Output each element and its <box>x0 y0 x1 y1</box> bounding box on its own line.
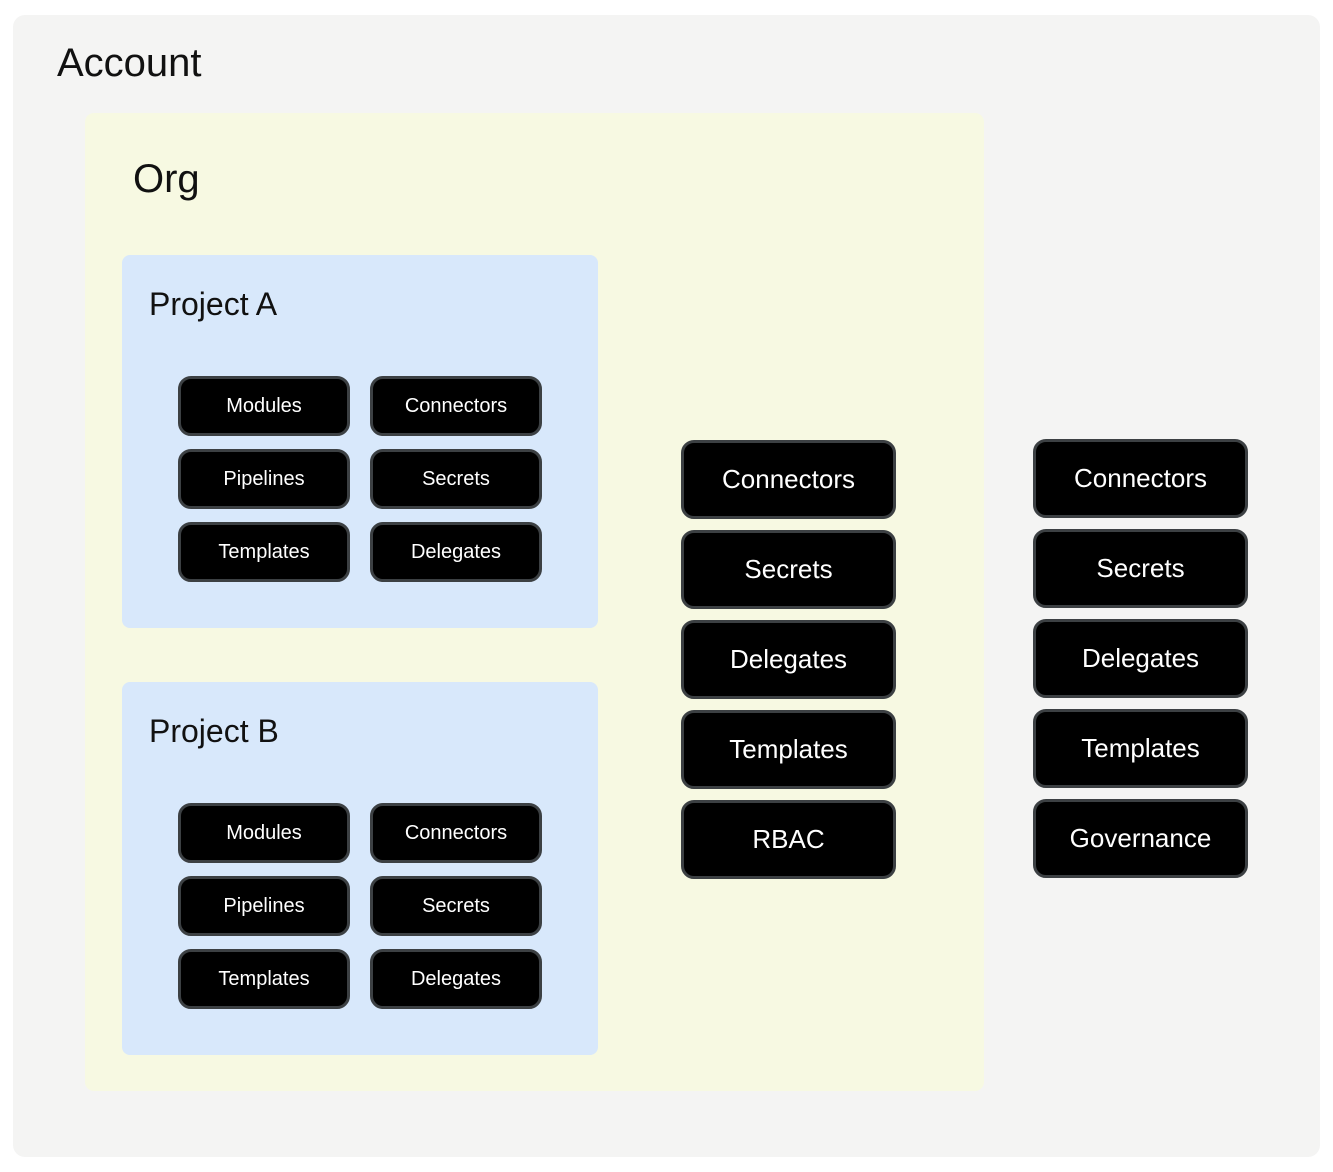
org-resource-column: Connectors Secrets Delegates Templates R… <box>681 440 896 879</box>
project-a-box: Project A Modules Connectors Pipelines S… <box>122 255 598 628</box>
org-templates-pill: Templates <box>681 710 896 789</box>
org-box: Org Project A Modules Connectors Pipelin… <box>85 113 984 1091</box>
project-b-templates-pill: Templates <box>178 949 350 1009</box>
project-b-pill-grid: Modules Connectors Pipelines Secrets Tem… <box>178 803 542 1009</box>
account-title: Account <box>57 41 202 85</box>
account-box: Account Org Project A Modules Connectors… <box>13 15 1320 1157</box>
project-a-pipelines-pill: Pipelines <box>178 449 350 509</box>
project-a-connectors-pill: Connectors <box>370 376 542 436</box>
project-b-title: Project B <box>149 713 279 749</box>
project-b-delegates-pill: Delegates <box>370 949 542 1009</box>
account-delegates-pill: Delegates <box>1033 619 1248 698</box>
account-connectors-pill: Connectors <box>1033 439 1248 518</box>
account-resource-column: Connectors Secrets Delegates Templates G… <box>1033 439 1248 878</box>
account-governance-pill: Governance <box>1033 799 1248 878</box>
org-title: Org <box>133 157 200 201</box>
org-connectors-pill: Connectors <box>681 440 896 519</box>
org-secrets-pill: Secrets <box>681 530 896 609</box>
project-b-connectors-pill: Connectors <box>370 803 542 863</box>
project-a-pill-grid: Modules Connectors Pipelines Secrets Tem… <box>178 376 542 582</box>
project-a-delegates-pill: Delegates <box>370 522 542 582</box>
account-templates-pill: Templates <box>1033 709 1248 788</box>
project-a-title: Project A <box>149 286 278 322</box>
project-b-secrets-pill: Secrets <box>370 876 542 936</box>
project-b-box: Project B Modules Connectors Pipelines S… <box>122 682 598 1055</box>
project-a-templates-pill: Templates <box>178 522 350 582</box>
project-b-pipelines-pill: Pipelines <box>178 876 350 936</box>
project-b-modules-pill: Modules <box>178 803 350 863</box>
project-a-modules-pill: Modules <box>178 376 350 436</box>
account-secrets-pill: Secrets <box>1033 529 1248 608</box>
org-rbac-pill: RBAC <box>681 800 896 879</box>
org-delegates-pill: Delegates <box>681 620 896 699</box>
project-a-secrets-pill: Secrets <box>370 449 542 509</box>
